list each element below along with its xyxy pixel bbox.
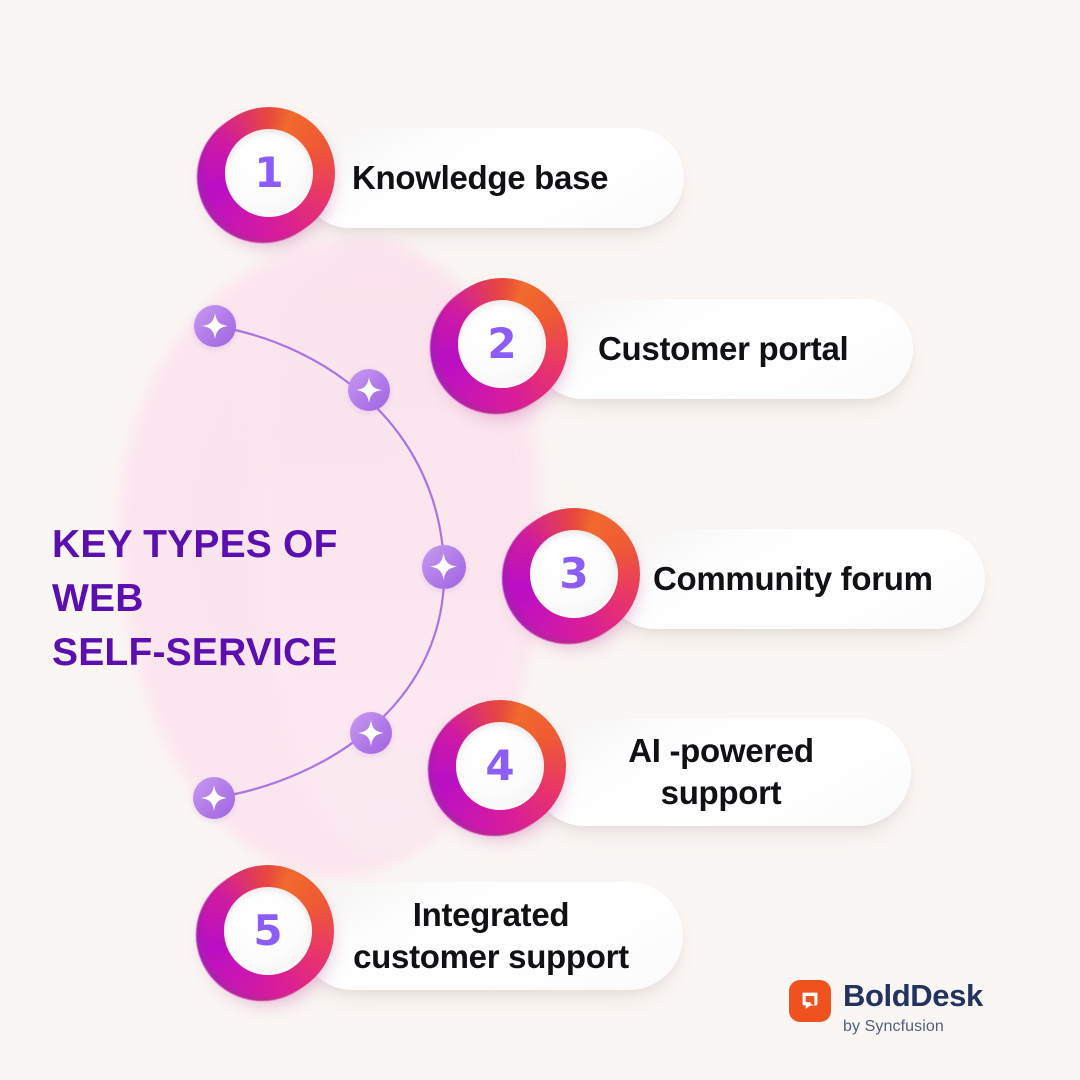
badge-ring-5: 5 xyxy=(202,865,334,997)
sparkle-star-icon xyxy=(201,312,229,340)
logo-text: BoldDesk by Syncfusion xyxy=(843,978,983,1039)
item-pill-2[interactable]: Customer portal xyxy=(533,299,913,399)
item-pill-4[interactable]: AI -powered support xyxy=(531,718,911,826)
item-number-3: 3 xyxy=(559,549,589,598)
item-badge-2[interactable]: 2 xyxy=(430,278,568,416)
item-number-4: 4 xyxy=(485,741,515,790)
bolddesk-chat-bubble-icon xyxy=(789,980,831,1022)
sparkle-star-icon xyxy=(430,553,458,581)
item-number-5: 5 xyxy=(253,906,283,955)
sparkle-node-2 xyxy=(348,369,390,411)
badge-inner-circle-2: 2 xyxy=(458,300,546,388)
badge-ring-2: 2 xyxy=(436,278,568,410)
item-label-1: Knowledge base xyxy=(352,158,609,196)
item-pill-1[interactable]: Knowledge base xyxy=(300,128,684,228)
sparkle-star-icon xyxy=(355,376,383,404)
badge-ring-3: 3 xyxy=(508,508,640,640)
badge-inner-circle-3: 3 xyxy=(530,530,618,618)
sparkle-node-1 xyxy=(194,305,236,347)
item-label-2: Customer portal xyxy=(598,329,849,367)
item-label-3: Community forum xyxy=(653,559,933,597)
sparkle-node-5 xyxy=(193,777,235,819)
item-badge-5[interactable]: 5 xyxy=(196,865,334,1003)
badge-ring-4: 4 xyxy=(434,700,566,832)
item-badge-4[interactable]: 4 xyxy=(428,700,566,838)
sparkle-star-icon xyxy=(200,784,228,812)
badge-inner-circle-5: 5 xyxy=(224,887,312,975)
sparkle-star-icon xyxy=(357,719,385,747)
badge-inner-circle-1: 1 xyxy=(225,129,313,217)
sparkle-node-4 xyxy=(350,712,392,754)
item-pill-3[interactable]: Community forum xyxy=(605,529,985,629)
brand-logo[interactable]: BoldDesk by Syncfusion xyxy=(789,978,983,1039)
badge-inner-circle-4: 4 xyxy=(456,722,544,810)
item-pill-5[interactable]: Integrated customer support xyxy=(299,882,683,990)
item-number-1: 1 xyxy=(254,148,284,197)
page-title: KEY TYPES OF WEB SELF-SERVICE xyxy=(52,523,338,674)
badge-ring-1: 1 xyxy=(203,107,335,239)
item-label-5: Integrated customer support xyxy=(353,895,629,975)
logo-tagline: by Syncfusion xyxy=(843,1017,944,1035)
item-label-4: AI -powered support xyxy=(628,731,814,811)
logo-name: BoldDesk xyxy=(843,978,983,1013)
item-badge-3[interactable]: 3 xyxy=(502,508,640,646)
item-badge-1[interactable]: 1 xyxy=(197,107,335,245)
sparkle-node-3 xyxy=(422,545,466,589)
item-number-2: 2 xyxy=(487,319,517,368)
